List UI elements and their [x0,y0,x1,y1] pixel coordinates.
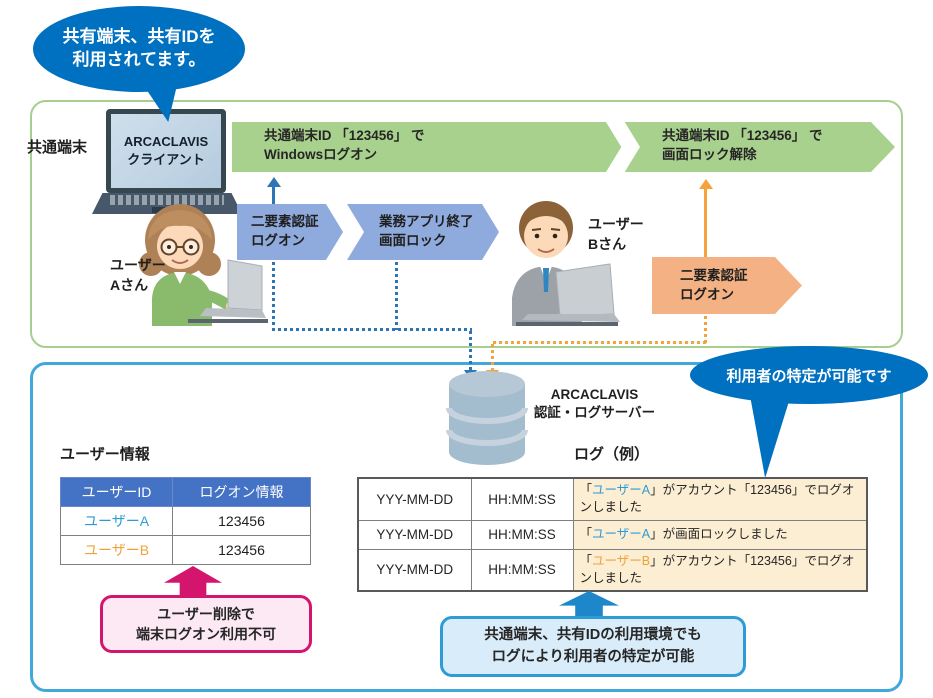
step-a-lock-line1: 業務アプリ終了 [379,214,474,230]
user-a-label-line2: Aさん [110,277,149,294]
logon-info-cell: 123456 [172,535,311,565]
user-delete-callout: ユーザー削除で 端末ログオン利用不可 [100,595,312,653]
log-message-segment: ユーザーA [592,483,651,498]
dotted-orange-vertical-b [704,316,707,344]
log-message-segment: 「 [579,527,593,542]
connector-blue-up [272,186,275,205]
pink-callout-line1: ユーザー削除で [157,605,255,622]
band2-line1: 共通端末ID 「123456」 で [662,128,823,143]
arrow-up-blue-icon [267,177,281,187]
band-windows-logon-text: 共通端末ID 「123456」 で Windowsログオン [264,127,425,165]
server-label-line2: 認証・ログサーバー [533,405,656,421]
blue-callout-line2: ログにより利用者の特定が可能 [491,648,695,665]
log-date-cell: YYY-MM-DD [357,548,472,592]
step-a-login-line2: ログオン [251,233,305,248]
log-time-cell: HH:MM:SS [470,519,574,550]
laptop-screen-line2: クライアント [127,152,205,167]
pink-callout-line2: 端末ログオン利用不可 [136,626,276,642]
log-message-cell: 「ユーザーA」が画面ロックしました [572,519,868,550]
right-speech-bubble-text: 利用者の特定が可能です [726,367,892,385]
step-b-login-line2: ログオン [680,286,734,302]
server-label-line1: ARCACLAVIS [550,387,639,402]
shared-terminal-label: 共通端末 [27,139,88,156]
band-screen-unlock-text: 共通端末ID 「123456」 で 画面ロック解除 [662,127,823,165]
dotted-orange-into-server [491,344,494,370]
log-message-segment: ユーザーB [592,553,651,568]
log-message-cell: 「ユーザーA」がアカウント「123456」でログオンしました [572,477,868,521]
blue-callout-line1: 共通端末、共有IDの利用環境でも [484,627,702,644]
arrow-up-orange-icon [699,179,713,189]
dotted-blue-vertical-a2 [395,262,398,330]
log-server-section-box [30,362,903,692]
user-b-label-line1: ユーザー [588,216,644,232]
band1-line2: Windowsログオン [264,146,378,162]
user-a-illustration [139,204,268,326]
log-date-cell: YYY-MM-DD [357,519,472,550]
log-message-segment: 」がアカウント「123456」でログオンしました [579,553,855,585]
connector-orange-up [704,188,707,257]
user-id-cell: ユーザーB [60,535,173,565]
top-speech-bubble-line2: 利用されてます。 [72,50,206,69]
user-info-title: ユーザー情報 [60,446,150,463]
step-app-exit-screen-lock: 業務アプリ終了 画面ロック [347,204,499,260]
log-message-segment: 「 [579,553,593,568]
log-message-segment: 」が画面ロックしました [650,527,788,542]
log-message-cell: 「ユーザーB」がアカウント「123456」でログオンしました [572,548,868,592]
auth-log-server-label: ARCACLAVIS 認証・ログサーバー [532,386,657,422]
step-two-factor-logon-a: 二要素認証 ログオン [237,204,343,260]
band1-line1: 共通端末ID 「123456」 で [264,128,425,143]
log-message-segment: 「 [579,483,593,498]
log-date-cell: YYY-MM-DD [357,477,472,521]
top-speech-bubble: 共有端末、共有IDを 利用されてます。 [33,6,245,92]
log-identification-callout: 共通端末、共有IDの利用環境でも ログにより利用者の特定が可能 [440,616,746,677]
step-a-login-line1: 二要素認証 [251,214,319,230]
user-b-label: ユーザー Bさん [588,214,644,255]
log-message-segment: 」がアカウント「123456」でログオンしました [579,483,855,515]
right-speech-bubble: 利用者の特定が可能です [690,346,928,404]
arcaclavis-client-laptop: ARCACLAVIS クライアント [106,109,226,193]
user-b-label-line2: Bさん [588,236,627,253]
log-time-cell: HH:MM:SS [470,477,574,521]
user-table-header-logon: ログオン情報 [172,477,311,507]
laptop-screen-line1: ARCACLAVIS [123,134,209,150]
windows-logon-flow-band [232,122,895,172]
user-id-cell: ユーザーA [60,506,173,536]
user-a-label-line1: ユーザー [110,257,166,273]
user-table-header-row: ユーザーID ログオン情報 [60,477,311,507]
dotted-blue-horizontal [272,328,472,331]
dotted-blue-into-server [469,331,472,370]
logon-info-cell: 123456 [172,506,311,536]
step-b-login-line1: 二要素認証 [680,267,748,283]
database-icon [446,371,528,465]
shared-terminal-section-box [30,100,903,348]
log-example-title: ログ（例） [573,446,649,463]
dotted-blue-vertical-a1 [272,262,275,330]
step-two-factor-logon-b: 二要素認証 ログオン [652,257,802,314]
dotted-orange-horizontal [493,341,707,344]
band2-line2: 画面ロック解除 [662,146,757,162]
user-table-header-id: ユーザーID [60,477,173,507]
top-speech-bubble-line1: 共有端末、共有IDを [62,27,216,47]
user-a-label: ユーザー Aさん [110,255,166,296]
step-a-lock-line2: 画面ロック [379,233,447,248]
log-time-cell: HH:MM:SS [470,548,574,592]
log-message-segment: ユーザーA [592,527,651,542]
user-b-illustration [512,201,620,326]
